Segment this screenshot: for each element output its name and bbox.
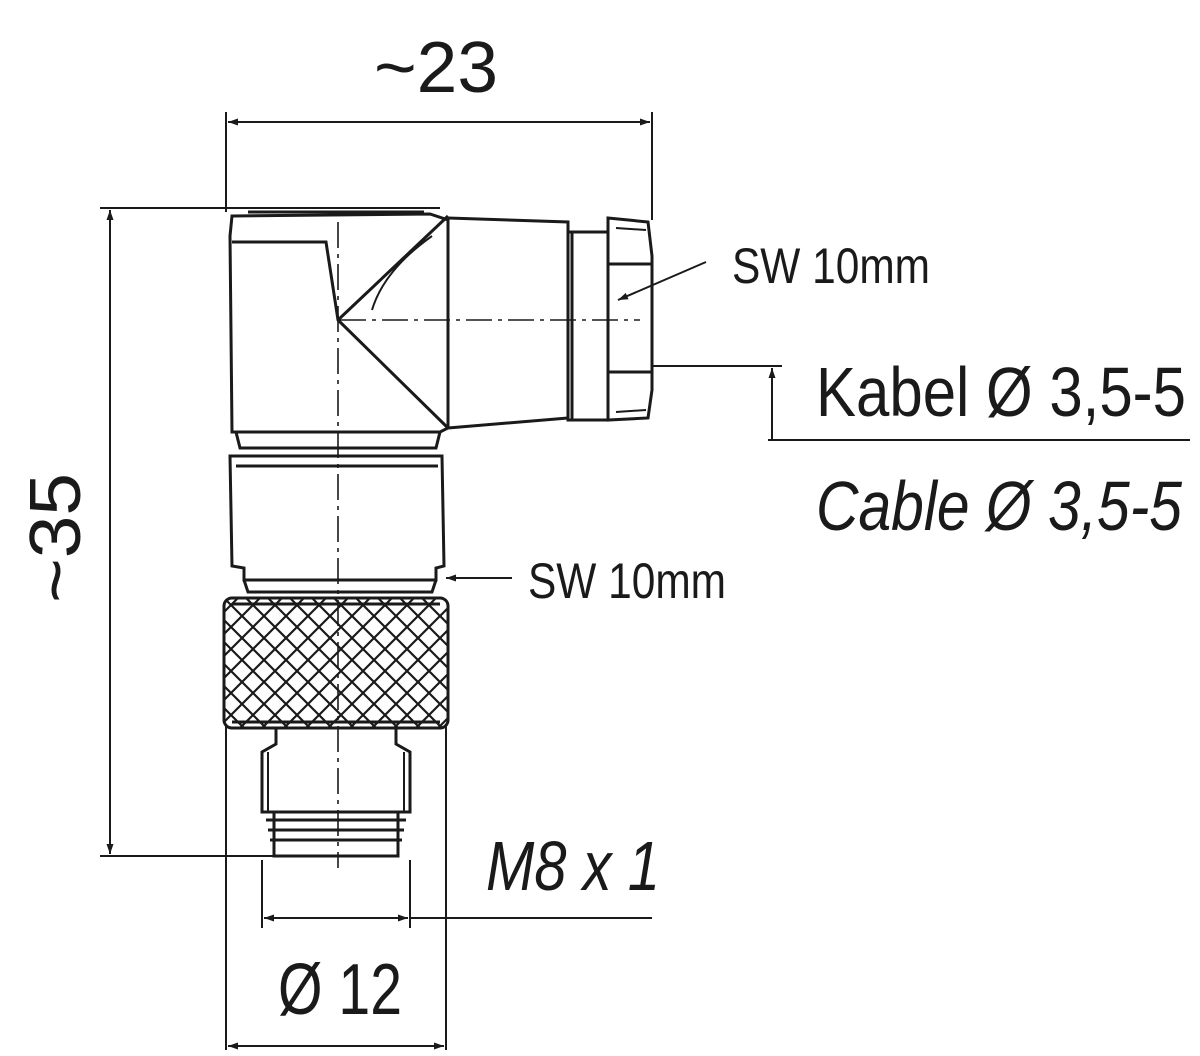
coupling-body [228, 454, 446, 594]
height-dimension-label: ~35 [16, 473, 96, 603]
angled-housing [228, 210, 654, 450]
threaded-pin [260, 728, 412, 858]
upper-wrench-size-label: SW 10mm [732, 238, 930, 294]
cable-diameter-label-de: Kabel Ø 3,5-5 [816, 353, 1186, 431]
width-dimension [225, 112, 653, 220]
cable-diameter-label-en: Cable Ø 3,5-5 [816, 467, 1183, 545]
outer-diameter-label: Ø 12 [278, 950, 402, 1030]
cable-leader [652, 365, 1190, 441]
height-dimension [100, 207, 440, 857]
thread-size-label: M8 x 1 [486, 827, 660, 905]
lower-wrench-size-label: SW 10mm [528, 553, 726, 609]
width-dimension-label: ~23 [374, 28, 498, 108]
upper-wrench-leader [617, 261, 707, 301]
diameter-dimension [225, 726, 447, 1050]
knurled-nut [222, 596, 450, 730]
